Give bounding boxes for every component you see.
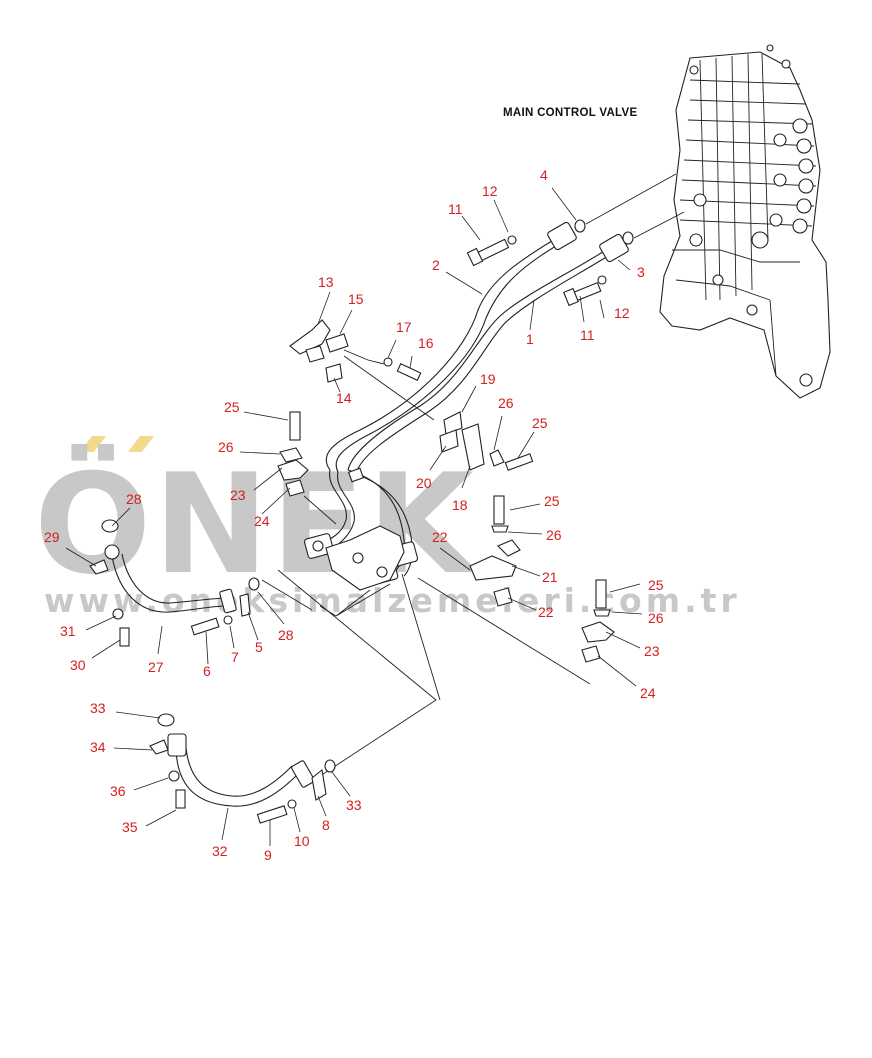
callout-14: 14: [336, 390, 352, 406]
callout-34: 34: [90, 739, 106, 755]
callout-12-top: 12: [482, 183, 498, 199]
callout-labels: 1 2 3 4 5 6 7 8 9 10 11 11 12 12 13 14 1…: [44, 167, 664, 863]
watermark-accent-left: [80, 436, 106, 452]
callout-11-top: 11: [448, 201, 463, 217]
callout-3: 3: [637, 264, 645, 280]
callout-7: 7: [231, 649, 239, 665]
callout-1: 1: [526, 331, 534, 347]
hose-27: [89, 519, 260, 647]
callout-26-mid: 26: [498, 395, 514, 411]
callout-28-right: 28: [278, 627, 294, 643]
clamp-group-23-left: [277, 411, 337, 525]
callout-17: 17: [396, 319, 412, 335]
callout-21: 21: [542, 569, 558, 585]
callout-18: 18: [452, 497, 468, 513]
callout-20: 20: [416, 475, 432, 491]
callout-35: 35: [122, 819, 138, 835]
callout-16: 16: [418, 335, 434, 351]
valve-port-lines: [585, 173, 685, 239]
callout-23-right: 23: [644, 643, 660, 659]
callout-12-right: 12: [614, 305, 630, 321]
callout-26-left: 26: [218, 439, 234, 455]
clamp-group-13: [289, 319, 435, 421]
callout-28-left: 28: [126, 491, 142, 507]
callout-leaders: [65, 187, 643, 846]
clamp-group-18: [439, 411, 534, 471]
callout-25-mid: 25: [532, 415, 548, 431]
callout-6: 6: [203, 663, 211, 679]
bolts-11-12: [466, 219, 634, 307]
callout-29: 29: [44, 529, 60, 545]
callout-27: 27: [148, 659, 164, 675]
callout-2: 2: [432, 257, 440, 273]
manifold-blocks: [303, 525, 419, 591]
callout-33-right: 33: [346, 797, 362, 813]
callout-8: 8: [322, 817, 330, 833]
callout-22-left: 22: [432, 529, 448, 545]
callout-9: 9: [264, 847, 272, 863]
callout-31: 31: [60, 623, 76, 639]
watermark-url: www.oneksimalzemeleri.com.tr: [44, 581, 741, 620]
callout-23-left: 23: [230, 487, 246, 503]
main-control-valve-drawing: MAIN CONTROL VALVE: [503, 44, 831, 399]
callout-36: 36: [110, 783, 126, 799]
main-control-valve-label: MAIN CONTROL VALVE: [503, 107, 637, 119]
callout-26-far: 26: [648, 610, 664, 626]
callout-19: 19: [480, 371, 496, 387]
watermark: ÖNEK www.oneksimalzemeleri.com.tr: [34, 436, 741, 620]
leader-lines-center: [261, 569, 591, 777]
callout-4: 4: [540, 167, 548, 183]
callout-24-left: 24: [254, 513, 270, 529]
watermark-accent-right: [128, 436, 154, 452]
callout-10: 10: [294, 833, 310, 849]
callout-33-left: 33: [90, 700, 106, 716]
callout-13: 13: [318, 274, 334, 290]
callout-22-right: 22: [538, 604, 554, 620]
callout-25-left: 25: [224, 399, 240, 415]
callout-32: 32: [212, 843, 228, 859]
callout-25-right: 25: [544, 493, 560, 509]
hose-32: [149, 713, 336, 824]
callout-11-right: 11: [580, 327, 595, 343]
callout-15: 15: [348, 291, 364, 307]
callout-25-far: 25: [648, 577, 664, 593]
callout-30: 30: [70, 657, 86, 673]
callout-24-right: 24: [640, 685, 656, 701]
callout-26-right: 26: [546, 527, 562, 543]
clamp-group-21: [469, 495, 615, 663]
callout-5: 5: [255, 639, 263, 655]
